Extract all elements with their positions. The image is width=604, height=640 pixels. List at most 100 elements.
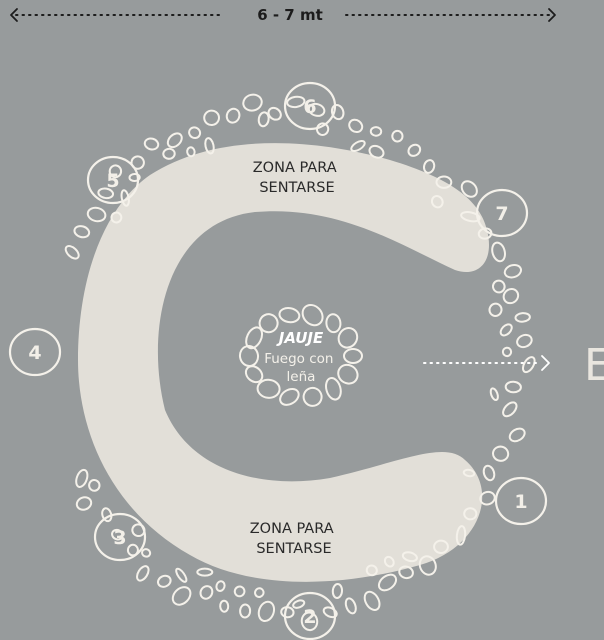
outer-stone <box>110 211 123 224</box>
outer-stone <box>491 279 506 294</box>
outer-stone <box>300 611 319 632</box>
zone-top-line-2: SENTARSE <box>259 180 334 196</box>
outer-stone <box>73 225 91 239</box>
outer-stone <box>188 126 202 140</box>
position-marker-outline <box>8 327 62 377</box>
position-marker-outline <box>283 81 337 131</box>
outer-stone <box>462 468 476 478</box>
seating-zone-label-top: ZONA PARA SENTARSE <box>253 160 341 196</box>
outer-stone <box>225 107 241 124</box>
fire-subtitle: Fuego con leña <box>264 351 338 385</box>
outer-stone <box>460 211 481 223</box>
outer-stone <box>215 580 226 592</box>
outer-stone <box>482 464 496 482</box>
position-marker-5: 5 <box>86 155 140 205</box>
fire-ring-stones <box>238 303 363 407</box>
outer-stone <box>435 175 453 189</box>
fire-stone <box>279 387 300 406</box>
outer-stone <box>292 599 306 609</box>
outer-stone <box>267 106 282 121</box>
outer-stone <box>233 585 246 598</box>
outer-stone <box>97 187 115 200</box>
outer-stone <box>479 490 496 506</box>
outer-stone <box>401 551 418 563</box>
outer-stone <box>130 155 145 170</box>
outer-stone <box>101 507 113 523</box>
zone-bottom-line-1: ZONA PARA <box>250 521 334 537</box>
fire-stone <box>337 327 359 349</box>
outer-stone <box>186 146 196 158</box>
outer-stone <box>162 147 176 160</box>
outer-stone <box>136 565 150 582</box>
outer-stone <box>141 548 152 558</box>
position-marker-2: 2 <box>283 591 337 640</box>
outer-stone <box>455 525 467 546</box>
outer-stone <box>377 573 398 592</box>
outer-stone <box>166 132 183 149</box>
zone-top-line-1: ZONA PARA <box>253 160 337 176</box>
position-marker-4: 4 <box>8 327 62 377</box>
outer-stone <box>504 380 522 394</box>
outer-stone <box>75 496 93 511</box>
fire-subtitle-line-2: leña <box>287 369 316 385</box>
fire-stone <box>245 326 264 350</box>
position-number: 5 <box>106 170 119 192</box>
outer-stone <box>242 93 263 112</box>
outer-stone <box>398 565 414 580</box>
entrance-indicator <box>423 355 550 371</box>
outer-stone <box>422 159 436 174</box>
position-number: 2 <box>303 606 316 628</box>
position-number: 4 <box>28 342 41 364</box>
fire-stone <box>325 313 342 334</box>
outer-stone <box>286 95 306 109</box>
fire-stone <box>337 363 359 385</box>
outer-stone <box>171 586 192 606</box>
outer-stone <box>499 323 513 337</box>
position-marker-outline <box>494 476 548 526</box>
outer-stone <box>196 567 214 577</box>
outer-stone <box>350 140 366 152</box>
outer-stone <box>365 564 378 577</box>
fire-stone <box>256 378 281 399</box>
outer-stone <box>280 606 295 619</box>
seating-area-shape <box>78 143 490 582</box>
outer-stone <box>363 590 381 611</box>
outer-stone <box>307 102 326 117</box>
position-marker-1: 1 <box>494 476 548 526</box>
outer-stone <box>199 585 214 600</box>
outer-stone <box>489 387 499 402</box>
position-marker-6: 6 <box>283 81 337 131</box>
position-marker-outline <box>93 512 147 562</box>
outer-stone <box>391 129 404 143</box>
dimension-label: 6 - 7 mt <box>257 6 323 24</box>
zone-bottom-line-2: SENTARSE <box>256 541 331 557</box>
outer-stone <box>491 241 506 263</box>
outer-stone <box>433 539 449 555</box>
fire-stone <box>302 386 323 407</box>
left-arrow-icon <box>10 8 18 22</box>
fire-stone <box>278 306 301 324</box>
outer-stone <box>203 109 220 127</box>
outer-stone <box>204 137 215 155</box>
position-marker-7: 7 <box>475 188 529 238</box>
dimension-indicator: 6 - 7 mt <box>10 6 556 24</box>
outer-stone <box>368 144 385 159</box>
outer-stone <box>488 302 503 317</box>
position-markers: 1 2 3 4 5 6 7 <box>8 81 548 640</box>
outer-stone <box>521 356 536 374</box>
outer-stone <box>348 118 364 134</box>
outer-stone <box>126 543 139 557</box>
position-number: 3 <box>113 527 126 549</box>
outer-stone <box>75 468 89 488</box>
outer-stone <box>219 599 230 613</box>
outer-stone <box>383 555 395 568</box>
outer-stone <box>492 445 510 462</box>
outer-stone <box>108 164 123 179</box>
fire-stone <box>343 348 363 364</box>
fire-title: JAUJE <box>276 329 324 347</box>
outer-stone <box>257 600 276 623</box>
outer-stone <box>175 567 188 583</box>
outer-stone <box>508 427 526 443</box>
position-marker-outline <box>283 591 337 640</box>
outer-stone <box>143 137 160 151</box>
